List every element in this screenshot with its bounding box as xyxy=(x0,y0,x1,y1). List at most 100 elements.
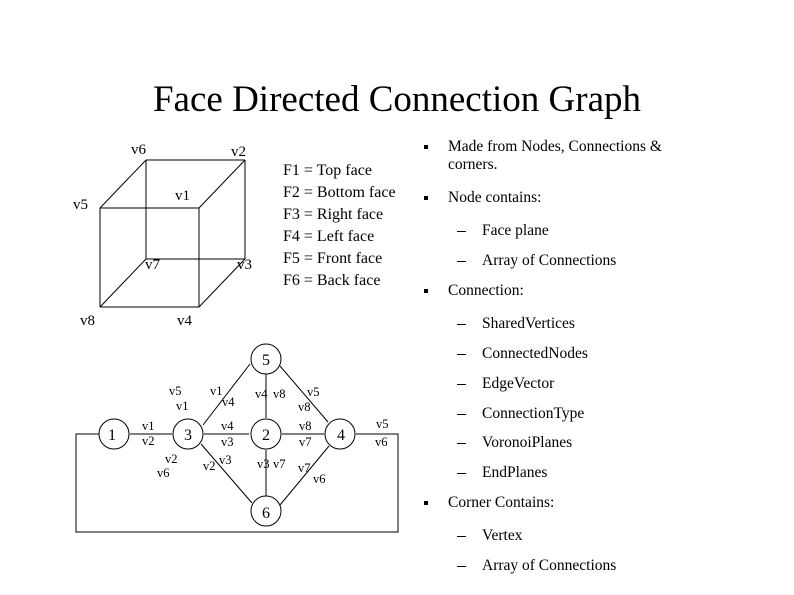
sub-bullet-connected-nodes: ConnectedNodes xyxy=(457,345,588,363)
bullet-connection: Connection: xyxy=(424,282,524,300)
graph-node-circle xyxy=(324,418,356,450)
edge-label: v2 xyxy=(165,452,178,466)
edge-label: v3 xyxy=(257,457,270,471)
bullet-corner-contains: Corner Contains: xyxy=(424,494,555,512)
edge-label: v2 xyxy=(142,434,155,448)
bullet-text: Made from Nodes, Connections & xyxy=(448,138,662,155)
graph-edge-labels: v1 v2 v5 v1 v2 v6 v1 v4 v4 v3 v2 v3 v4 v… xyxy=(142,384,389,486)
vertex-label-v3: v3 xyxy=(237,257,252,273)
sub-bullet-vertex: Vertex xyxy=(457,527,523,545)
graph-nodes xyxy=(98,343,356,527)
bullet-text: Connection: xyxy=(448,282,524,299)
sub-bullet-text: Array of Connections xyxy=(482,557,617,574)
sub-bullet-array-connections-2: Array of Connections xyxy=(457,557,617,575)
graph-edge-3-6 xyxy=(200,443,253,504)
edge-label: v6 xyxy=(313,472,326,486)
sub-bullet-text: ConnectedNodes xyxy=(482,345,588,362)
bullet-text: Node contains: xyxy=(448,189,542,206)
vertex-label-v1: v1 xyxy=(175,188,190,204)
sub-bullet-text: EdgeVector xyxy=(482,375,555,392)
sub-bullet-edge-vector: EdgeVector xyxy=(457,375,555,393)
edge-label: v1 xyxy=(176,399,189,413)
edge-label: v4 xyxy=(255,387,268,401)
edge-label: v3 xyxy=(219,453,232,467)
sub-bullet-text: Face plane xyxy=(482,222,549,239)
face-legend-item: F3 = Right face xyxy=(283,206,384,223)
cube-edge xyxy=(99,159,147,209)
bullet-node-contains: Node contains: xyxy=(424,189,542,207)
sub-bullet-text: Vertex xyxy=(482,527,523,544)
graph-edge-5-4 xyxy=(279,365,329,423)
cube-vertex-labels: v6 v2 v1 v5 v7 v3 v8 v4 xyxy=(73,142,252,329)
dash xyxy=(457,414,466,415)
bullet-dot xyxy=(424,289,428,293)
graph-node-6: 6 xyxy=(262,505,270,522)
graph-node-labels: 1 3 5 2 4 6 xyxy=(108,352,345,522)
edge-label: v4 xyxy=(221,419,234,433)
edge-label: v4 xyxy=(222,395,235,409)
cube-edge xyxy=(99,258,147,308)
sub-bullet-end-planes: EndPlanes xyxy=(457,464,548,482)
sub-bullet-text: Array of Connections xyxy=(482,252,617,269)
edge-label: v7 xyxy=(273,457,286,471)
bullet-dot xyxy=(424,501,428,505)
vertex-label-v7: v7 xyxy=(145,257,161,273)
dash xyxy=(457,324,466,325)
faces-legend: F1 = Top face F2 = Bottom face F3 = Righ… xyxy=(283,160,396,292)
sub-bullet-text: ConnectionType xyxy=(482,405,585,422)
graph-edge-3-5 xyxy=(202,363,251,426)
face-legend-item: F4 = Left face xyxy=(283,228,375,245)
cube-edge xyxy=(198,258,246,308)
bullet-text: corners. xyxy=(448,156,498,173)
dash xyxy=(457,384,466,385)
dash xyxy=(457,566,466,567)
sub-bullet-array-connections: Array of Connections xyxy=(457,252,617,270)
bullet-text: Corner Contains: xyxy=(448,494,555,511)
sub-bullet-text: EndPlanes xyxy=(482,464,548,481)
sub-bullet-text: SharedVertices xyxy=(482,315,575,332)
graph-edges xyxy=(75,363,399,533)
face-legend-item: F2 = Bottom face xyxy=(283,184,396,201)
dash xyxy=(457,354,466,355)
edge-label: v3 xyxy=(221,435,234,449)
edge-label: v8 xyxy=(273,387,286,401)
edge-label: v8 xyxy=(299,419,312,433)
dash xyxy=(457,443,466,444)
graph-edge-1-4-outer xyxy=(75,433,399,533)
edge-label: v1 xyxy=(210,384,223,398)
sub-bullet-face-plane: Face plane xyxy=(457,222,549,240)
vertex-label-v4: v4 xyxy=(177,313,193,329)
sub-bullet-text: VoronoiPlanes xyxy=(482,434,573,451)
dash xyxy=(457,536,466,537)
edge-label: v2 xyxy=(203,459,216,473)
graph-node-1: 1 xyxy=(108,427,116,444)
edge-label: v7 xyxy=(299,435,312,449)
bullet-dot xyxy=(424,145,428,149)
dash xyxy=(457,231,466,232)
edge-label: v6 xyxy=(375,435,388,449)
dash xyxy=(457,473,466,474)
graph-node-circle xyxy=(98,418,130,450)
vertex-label-v2: v2 xyxy=(231,144,246,160)
graph-node-2: 2 xyxy=(262,427,270,444)
face-legend-item: F1 = Top face xyxy=(283,162,372,179)
edge-label: v1 xyxy=(142,419,155,433)
graph-node-circle xyxy=(250,343,282,375)
graph-edge-6-4 xyxy=(279,445,330,506)
cube-wireframe xyxy=(99,159,246,308)
graph-node-circle xyxy=(172,418,204,450)
vertex-label-v8: v8 xyxy=(80,313,95,329)
face-legend-item: F5 = Front face xyxy=(283,250,383,267)
page-title: Face Directed Connection Graph xyxy=(152,79,641,120)
graph-node-3: 3 xyxy=(184,427,192,444)
edge-label: v8 xyxy=(298,400,311,414)
edge-label: v5 xyxy=(307,385,320,399)
graph-node-circle xyxy=(250,418,282,450)
graph-node-circle xyxy=(250,495,282,527)
edge-label: v6 xyxy=(157,466,170,480)
sub-bullet-connection-type: ConnectionType xyxy=(457,405,585,423)
edge-label: v5 xyxy=(169,384,182,398)
bullet-dot xyxy=(424,196,428,200)
sub-bullet-voronoi-planes: VoronoiPlanes xyxy=(457,434,573,452)
